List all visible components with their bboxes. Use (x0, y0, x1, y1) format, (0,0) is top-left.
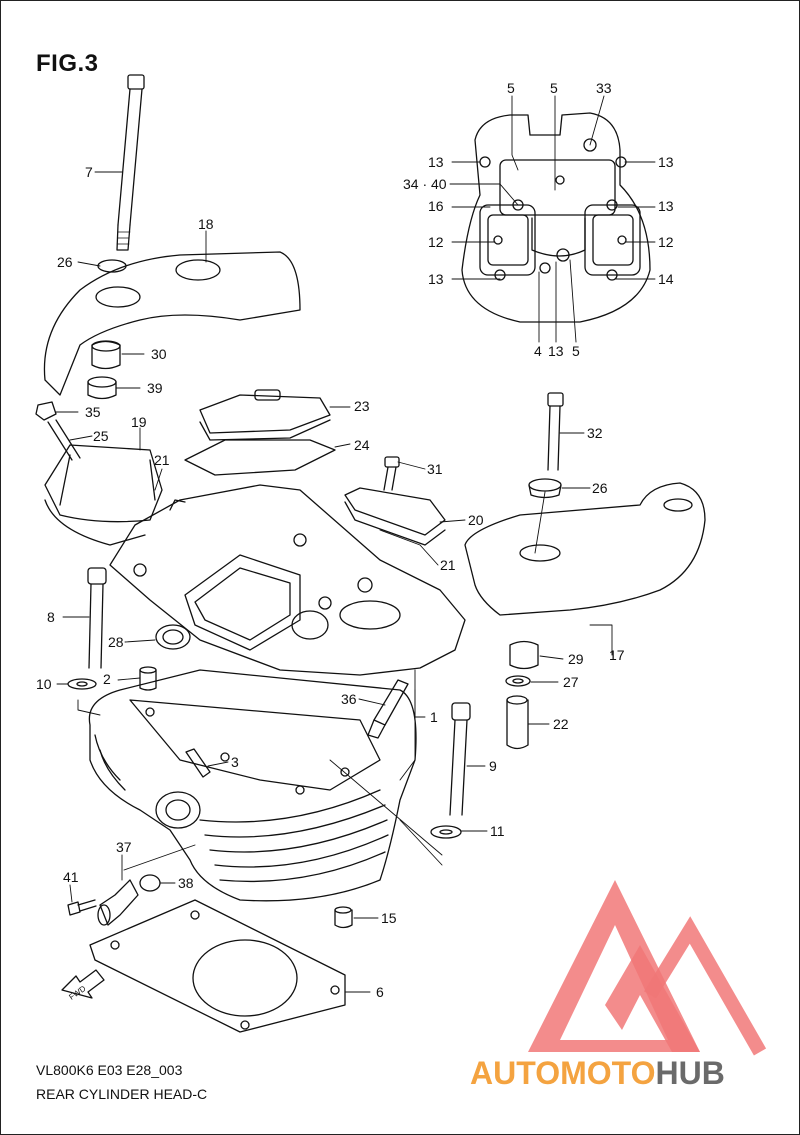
watermark-brand: AUTOMOTOHUB (470, 1055, 725, 1091)
o-ring-38-shape (139, 874, 161, 892)
callout-13: 13 (428, 154, 444, 170)
washer-11-shape (430, 825, 462, 839)
callout-36: 36 (341, 691, 357, 707)
cover-18-shape (43, 251, 301, 396)
callout-41: 41 (63, 869, 79, 885)
cover-20-shape (344, 487, 446, 546)
bolt-41-shape (67, 899, 97, 916)
washer-10-shape (67, 678, 97, 690)
dowel-2-shape (139, 666, 157, 691)
callout-11: 11 (490, 823, 505, 839)
callout-1: 1 (430, 709, 438, 725)
nut-35-shape (35, 401, 57, 421)
grommet-29-shape (509, 640, 539, 670)
callout-35: 35 (85, 404, 101, 420)
leader-lines (55, 95, 656, 993)
valve-plate-inset (461, 112, 651, 323)
callout-37: 37 (116, 839, 132, 855)
callout-15: 15 (381, 910, 397, 926)
diagram-name: REAR CYLINDER HEAD-C (36, 1086, 208, 1102)
dowel-15-shape (334, 906, 353, 929)
callout-5: 5 (507, 80, 515, 96)
callout-17: 17 (609, 647, 625, 663)
fwd-arrow-icon (61, 969, 105, 999)
bolt-9-shape (449, 702, 471, 816)
fitting-37-shape (97, 879, 139, 926)
callout-2: 2 (103, 671, 111, 687)
cylinder-head-shape (88, 669, 417, 902)
callout-7: 7 (85, 164, 93, 180)
callout-19: 19 (131, 414, 147, 430)
gasket-24-shape (184, 439, 336, 476)
callout-20: 20 (468, 512, 484, 528)
callout-6: 6 (376, 984, 384, 1000)
callout-10: 10 (36, 676, 52, 692)
callout-12: 12 (658, 234, 674, 250)
head-gasket-6-shape (89, 899, 346, 1033)
callout-13: 13 (658, 154, 674, 170)
callout-9: 9 (489, 758, 497, 774)
callout-13: 13 (658, 198, 674, 214)
watermark-brand-part1: AUTOMOTO (470, 1055, 655, 1091)
callout-5: 5 (550, 80, 558, 96)
callout-8: 8 (47, 609, 55, 625)
cover-17-shape (464, 482, 706, 616)
bolt-32-shape (547, 392, 564, 471)
callout-13: 13 (428, 271, 444, 287)
spark-plug-36-shape (367, 679, 409, 739)
callout-5: 5 (572, 343, 580, 359)
callout-34-40: 34 · 40 (403, 176, 447, 192)
callout-layer: 33 5 5 13 13 34 · 40 16 13 12 12 13 14 4… (36, 80, 674, 1000)
callout-23: 23 (354, 398, 370, 414)
watermark-brand-part2: HUB (655, 1055, 724, 1091)
bolt-8-shape (87, 567, 107, 669)
callout-13: 13 (548, 343, 564, 359)
grommet-30-shape (91, 340, 121, 370)
callout-33: 33 (596, 80, 612, 96)
diagram-code: VL800K6 E03 E28_003 (36, 1062, 183, 1078)
callout-18: 18 (198, 216, 214, 232)
bolt-31-shape (383, 456, 400, 491)
callout-14: 14 (658, 271, 674, 287)
callout-26: 26 (592, 480, 608, 496)
callout-25: 25 (93, 428, 109, 444)
cover-23-shape (199, 389, 331, 441)
callout-16: 16 (428, 198, 444, 214)
washer-27-shape (505, 675, 531, 687)
stud-3-shape (185, 748, 211, 778)
callout-3: 3 (231, 754, 239, 770)
stud-25-shape (47, 419, 81, 461)
cam-carrier-shape (109, 484, 466, 676)
watermark-logo (528, 880, 767, 1056)
callout-30: 30 (151, 346, 167, 362)
callout-24: 24 (354, 437, 370, 453)
callout-27: 27 (563, 674, 579, 690)
cap-19-shape (44, 444, 163, 546)
callout-21: 21 (440, 557, 456, 573)
callout-31: 31 (427, 461, 443, 477)
callout-39: 39 (147, 380, 163, 396)
callout-4: 4 (534, 343, 542, 359)
callout-29: 29 (568, 651, 584, 667)
callout-12: 12 (428, 234, 444, 250)
callout-32: 32 (587, 425, 603, 441)
seal-28-shape (155, 624, 191, 650)
grommet-26-shape (528, 478, 562, 499)
callout-21: 21 (154, 452, 170, 468)
callout-26: 26 (57, 254, 73, 270)
bolt-7-shape (116, 74, 145, 251)
pipe-22-shape (506, 695, 529, 750)
cap-39-shape (87, 376, 117, 400)
figure-title: FIG.3 (36, 50, 99, 77)
callout-22: 22 (553, 716, 569, 732)
callout-28: 28 (108, 634, 124, 650)
callout-38: 38 (178, 875, 194, 891)
